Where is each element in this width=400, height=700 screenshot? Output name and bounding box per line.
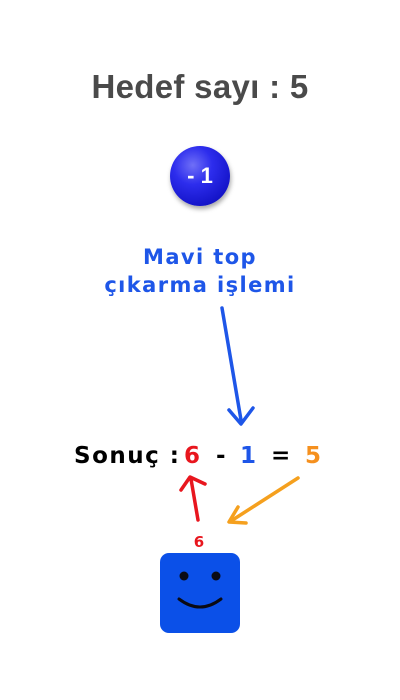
blue-arrow-icon [220, 306, 255, 426]
annotation-line-2: çıkarma işlemi [104, 273, 296, 297]
result-value: 5 [305, 443, 323, 469]
result-label: Sonuç : [74, 443, 181, 469]
smiley-face-icon [177, 571, 223, 609]
minus-one-ball[interactable]: - 1 [170, 146, 230, 206]
operand-a: 6 [184, 443, 202, 469]
annotation-line-1: Mavi top [143, 245, 257, 269]
operand-b: 1 [240, 443, 258, 469]
red-arrow-icon [179, 475, 207, 522]
annotation-text: Mavi top çıkarma işlemi [0, 243, 400, 299]
orange-arrow-icon [227, 476, 300, 525]
minus-operator: - [216, 443, 228, 469]
player-block[interactable] [160, 553, 240, 633]
ball-label: - 1 [187, 163, 213, 188]
target-number-title: Hedef sayı : 5 [91, 68, 309, 105]
player-value: 6 [193, 533, 205, 551]
equals-sign: = [271, 443, 292, 469]
